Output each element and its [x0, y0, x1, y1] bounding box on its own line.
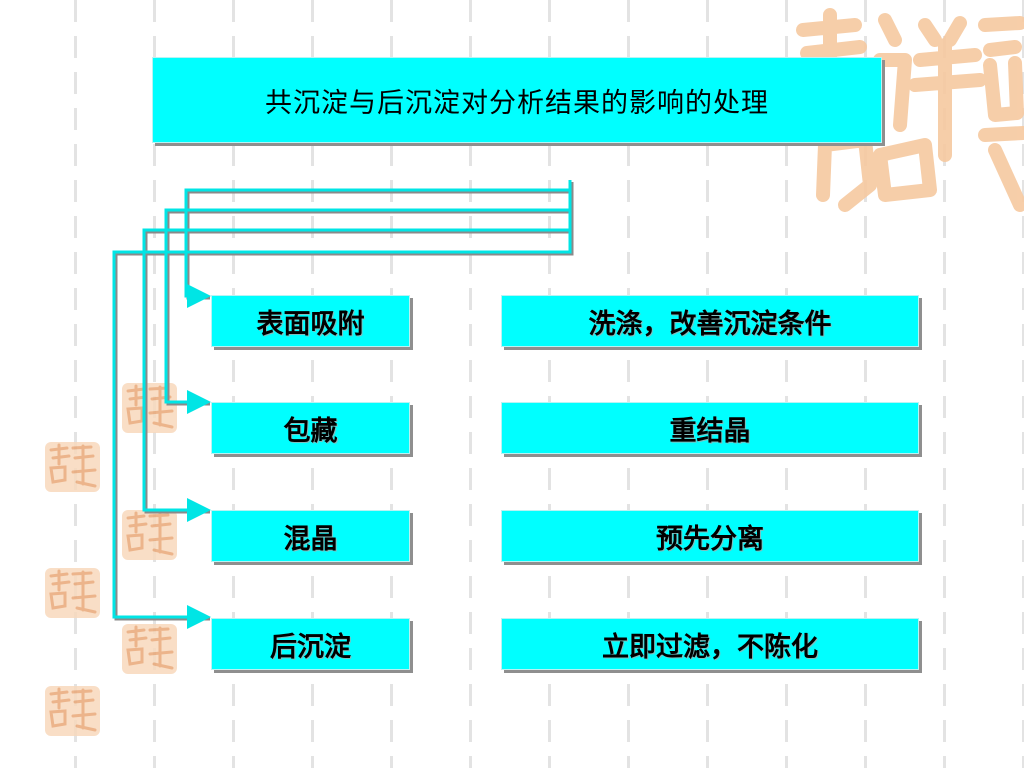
auspicious-seal-small: [122, 624, 177, 674]
auspicious-seal-large: [785, 5, 1024, 220]
auspicious-seal-small: [122, 510, 177, 560]
auspicious-seal-small: [45, 686, 100, 736]
remedy-box-pre-separation: 预先分离: [501, 510, 919, 562]
remedy-box-recrystallization: 重结晶: [501, 402, 919, 454]
auspicious-seal-small: [45, 442, 100, 492]
cause-box-surface-adsorption: 表面吸附: [211, 295, 410, 347]
cause-box-occlusion: 包藏: [211, 402, 410, 454]
cause-box-mixed-crystal: 混晶: [211, 510, 410, 562]
remedy-box-washing: 洗涤，改善沉淀条件: [501, 295, 919, 347]
slide-title: 共沉淀与后沉淀对分析结果的影响的处理: [152, 57, 882, 143]
connector-line: [184, 180, 572, 308]
connector-line: [112, 180, 572, 629]
remedy-box-immediate-filtration: 立即过滤，不陈化: [501, 618, 919, 670]
auspicious-seal-small: [45, 568, 100, 618]
cause-box-post-precipitation: 后沉淀: [211, 618, 410, 670]
